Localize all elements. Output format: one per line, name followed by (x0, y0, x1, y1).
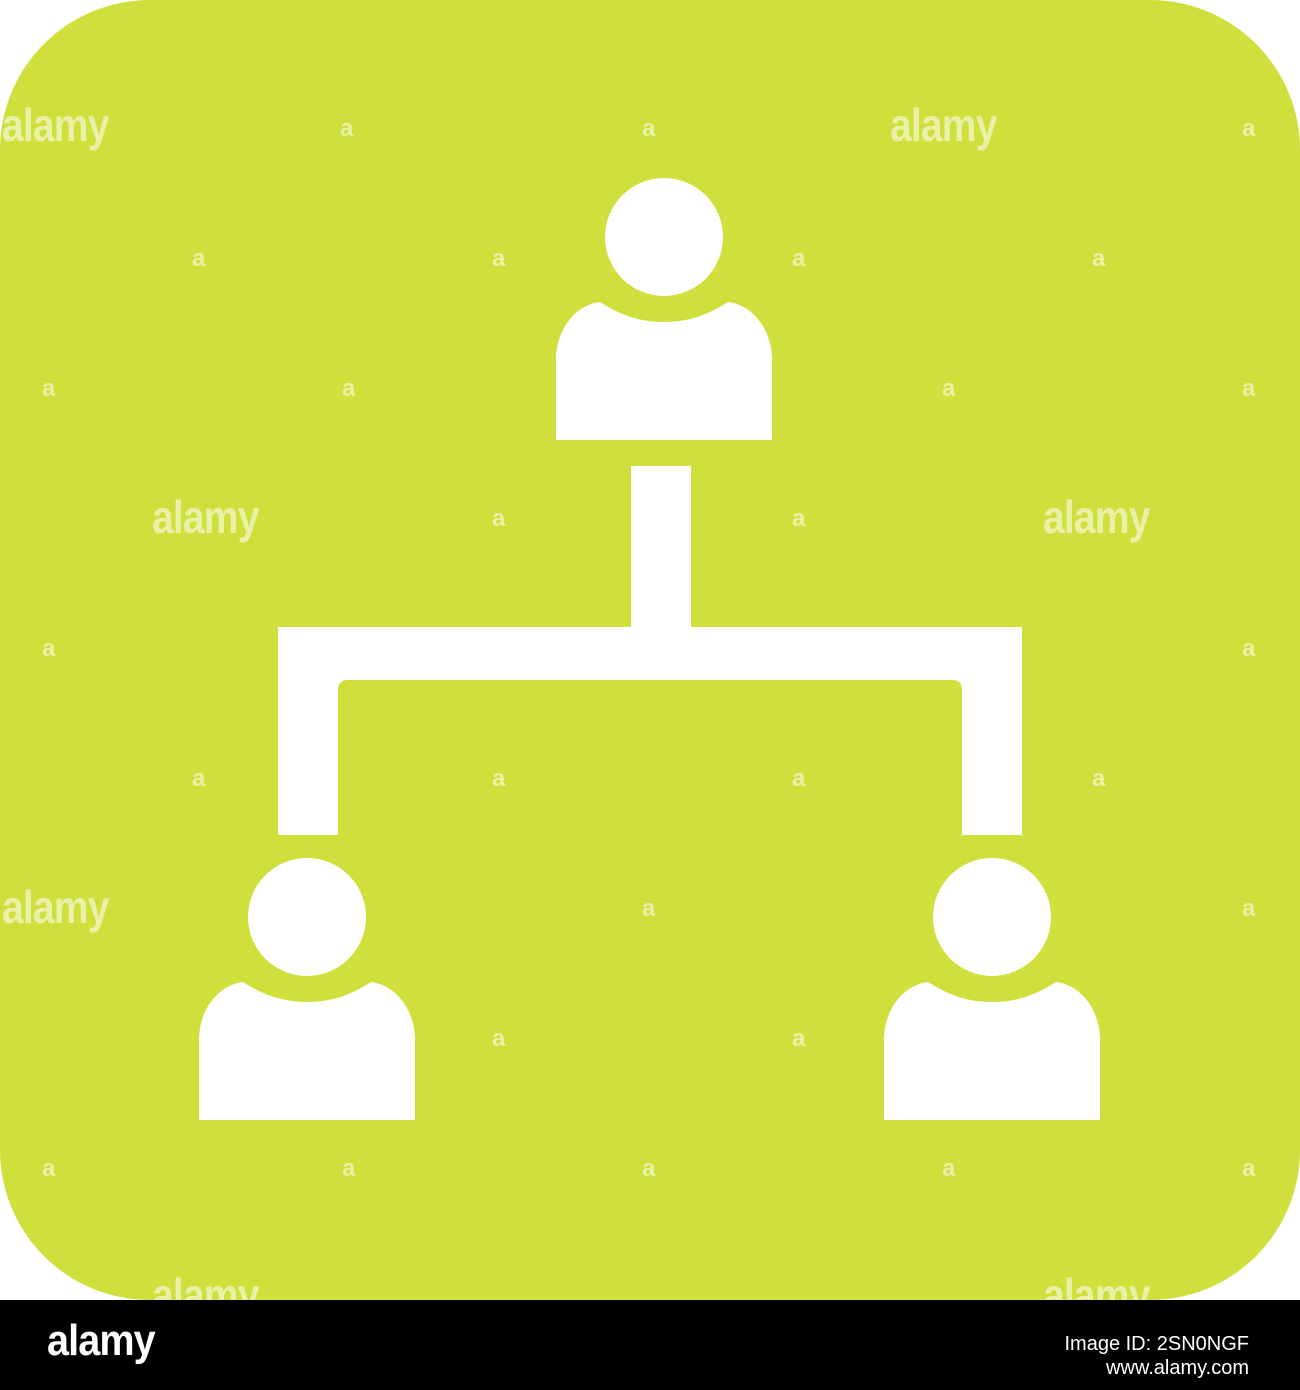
top-person-icon (556, 178, 772, 440)
footer-info: Image ID: 2SN0NGF www.alamy.com (1064, 1332, 1249, 1380)
alamy-logo: alamy (47, 1316, 156, 1365)
footer-bar: alamy Image ID: 2SN0NGF www.alamy.com (0, 1300, 1300, 1390)
bottom-left-person-icon (199, 843, 415, 1120)
site-url: www.alamy.com (1106, 1357, 1249, 1379)
connector-lines (278, 466, 1022, 835)
image-id: Image ID: 2SN0NGF (1064, 1333, 1249, 1355)
bottom-right-person-icon (884, 843, 1100, 1120)
hierarchy-icon (0, 0, 1300, 1300)
